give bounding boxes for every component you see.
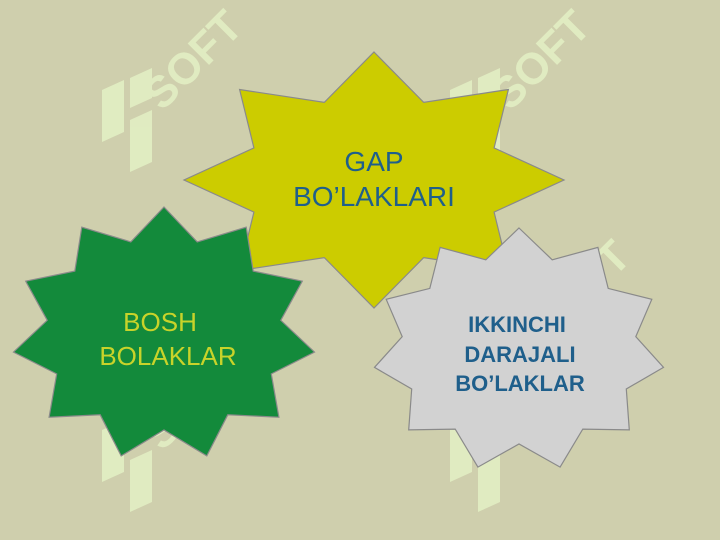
ikkinchi-darajali-line2: DARAJALI [464, 341, 576, 367]
bosh-bolaklar-line2: BOLAKLAR [99, 340, 237, 371]
ikkinchi-darajali-line1: IKKINCHI [468, 312, 566, 337]
gap-bolaklari-star [182, 51, 566, 309]
bosh-bolaklar-line1: BOSH [123, 307, 197, 337]
gap-bolaklari-label: GAP BO’LAKLARI [240, 144, 508, 214]
watermark-text: SOFT [134, 1, 252, 119]
gap-bolaklari-line2: BO’LAKLARI [293, 181, 455, 212]
ikkinchi-darajali-line3: BO’LAKLAR [455, 371, 585, 397]
bosh-bolaklar-star [12, 206, 316, 457]
bosh-bolaklar-label: BOSH BOLAKLAR [78, 306, 258, 374]
ikkinchi-darajali-bolaklar-star [373, 227, 665, 468]
gap-bolaklari-line1: GAP [344, 146, 404, 177]
watermark-logo: SOFT [102, 1, 252, 172]
watermark-mark-icon [102, 68, 152, 172]
ikkinchi-darajali-bolaklar-label: IKKINCHI DARAJALI BO’LAKLAR [420, 310, 620, 399]
